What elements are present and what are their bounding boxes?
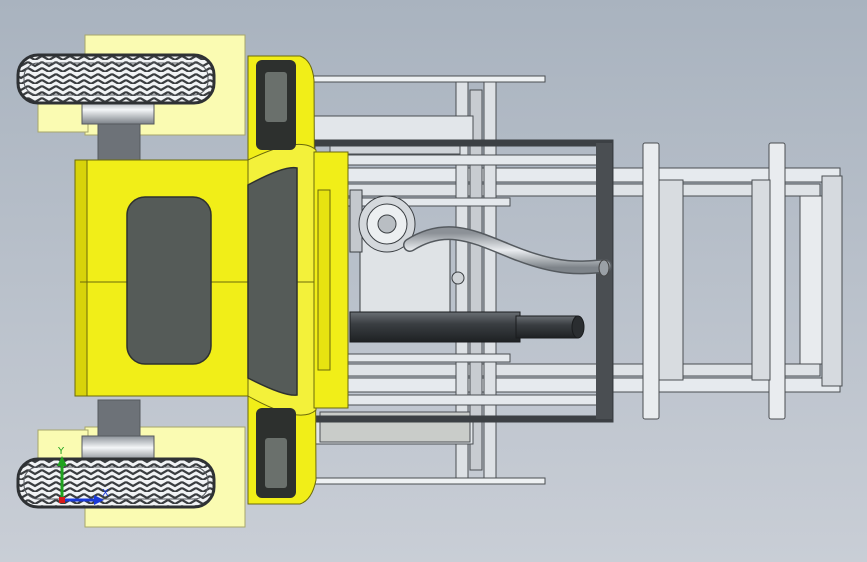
inner-rail-lower xyxy=(329,353,511,363)
lift-cylinder xyxy=(349,311,585,343)
step-upper xyxy=(265,72,287,122)
hydraulic-pump xyxy=(349,189,465,314)
fork-tine-upper xyxy=(299,75,546,83)
cabin-front-panel xyxy=(247,166,298,396)
body-front-plate-inner xyxy=(317,189,331,371)
cylinder-rod xyxy=(515,315,579,339)
mast-plate-1 xyxy=(642,142,660,420)
pipe-end xyxy=(598,259,610,277)
carriage-column-2 xyxy=(483,81,497,479)
axis-x-label: X xyxy=(102,488,109,499)
inner-rail-upper-2 xyxy=(329,154,601,166)
carriage-column-3 xyxy=(469,89,483,471)
front-tire-upper xyxy=(16,53,216,105)
mast-plate-2-inner xyxy=(751,179,771,381)
fork-tine-lower xyxy=(299,477,546,485)
cylinder-barrel xyxy=(349,311,521,343)
front-tire-lower xyxy=(16,457,216,509)
hub-upper-spring xyxy=(97,123,141,161)
carriage-frame-right-post xyxy=(596,143,612,419)
axis-y-label: Y xyxy=(57,446,65,457)
cylinder-rod-end xyxy=(571,315,585,339)
coordinate-triad-icon: Y X xyxy=(57,446,109,505)
step-lower xyxy=(265,438,287,488)
mast-end-bar xyxy=(821,175,843,387)
mast-rail-lower-inner xyxy=(299,363,821,377)
mast-plate-1-inner xyxy=(658,179,684,381)
mast-rail-upper-inner xyxy=(299,183,821,197)
pump-disc-inner xyxy=(377,214,397,234)
pump-bolt xyxy=(451,271,465,285)
mast-end-bar-inner xyxy=(799,195,823,365)
upper-block xyxy=(304,115,474,143)
mast-plate-2 xyxy=(768,142,786,420)
cabin-roof-panel xyxy=(126,196,212,365)
body-rear-left-strip xyxy=(74,159,88,397)
pump-housing xyxy=(359,237,451,314)
fender-upper-left xyxy=(37,99,89,133)
mast-steps xyxy=(256,60,296,498)
hub-lower-spring xyxy=(97,399,141,437)
inner-rail-lower-2 xyxy=(329,394,601,406)
hydraulic-pipe-highlight xyxy=(404,227,611,273)
